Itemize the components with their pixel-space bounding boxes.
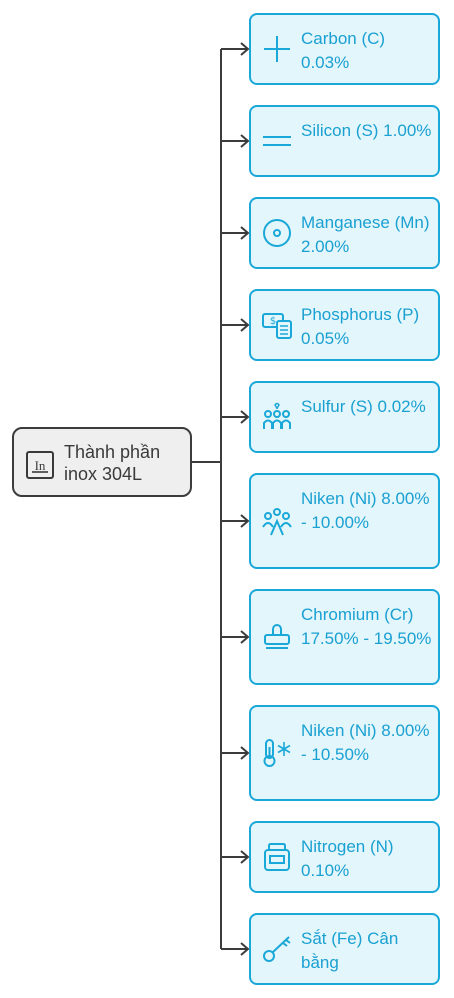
composition-node: Sắt (Fe) Cân bằng: [249, 913, 440, 985]
composition-node: $ Phosphorus (P) 0.05%: [249, 289, 440, 361]
text-box-icon: In: [26, 451, 54, 479]
arrow-head: [240, 226, 250, 240]
svg-text:In: In: [35, 458, 46, 473]
composition-node: Silicon (S) 1.00%: [249, 105, 440, 177]
arrow-head: [240, 514, 250, 528]
node-label: Carbon (C) 0.03%: [301, 29, 386, 72]
equals-icon: [263, 136, 291, 146]
node-label: Silicon (S) 1.00%: [301, 121, 432, 140]
arrow-head: [240, 134, 250, 148]
jar-icon: [264, 843, 290, 871]
arrow-head: [240, 410, 250, 424]
arrow-head: [240, 942, 250, 956]
root-node: In Thành phần inox 304L: [12, 427, 192, 497]
arrow-head: [240, 850, 250, 864]
stamp-icon: [264, 624, 290, 649]
node-label: Phosphorus (P) 0.05%: [301, 305, 420, 348]
group-icon: [262, 508, 292, 536]
svg-text:$: $: [270, 316, 276, 327]
key-icon: [263, 936, 291, 962]
composition-node: Manganese (Mn) 2.00%: [249, 197, 440, 269]
arrow-head: [240, 630, 250, 644]
node-label: Sắt (Fe) Cân bằng: [301, 929, 399, 972]
family-icon: [263, 402, 291, 429]
composition-node: Nitrogen (N) 0.10%: [249, 821, 440, 893]
composition-node: Chromium (Cr) 17.50% - 19.50%: [249, 589, 440, 685]
composition-node: Sulfur (S) 0.02%: [249, 381, 440, 453]
composition-node: Carbon (C) 0.03%: [249, 13, 440, 85]
target-icon: [263, 219, 291, 247]
thermometer-snow-icon: [263, 739, 291, 767]
node-label: Sulfur (S) 0.02%: [301, 397, 426, 416]
node-label: Chromium (Cr) 17.50% - 19.50%: [301, 605, 432, 648]
node-label: Nitrogen (N) 0.10%: [301, 837, 394, 880]
composition-node: Niken (Ni) 8.00% - 10.50%: [249, 705, 440, 801]
plus-icon: [264, 36, 290, 62]
composition-node: Niken (Ni) 8.00% - 10.00%: [249, 473, 440, 569]
node-label: Niken (Ni) 8.00% - 10.00%: [301, 489, 430, 532]
node-label: Manganese (Mn) 2.00%: [301, 213, 430, 256]
node-label: Niken (Ni) 8.00% - 10.50%: [301, 721, 430, 764]
arrow-head: [240, 746, 250, 760]
money-calculator-icon: $: [262, 313, 292, 339]
arrow-head: [240, 42, 250, 56]
arrow-head: [240, 318, 250, 332]
root-label: Thành phần inox 304L: [64, 442, 161, 484]
